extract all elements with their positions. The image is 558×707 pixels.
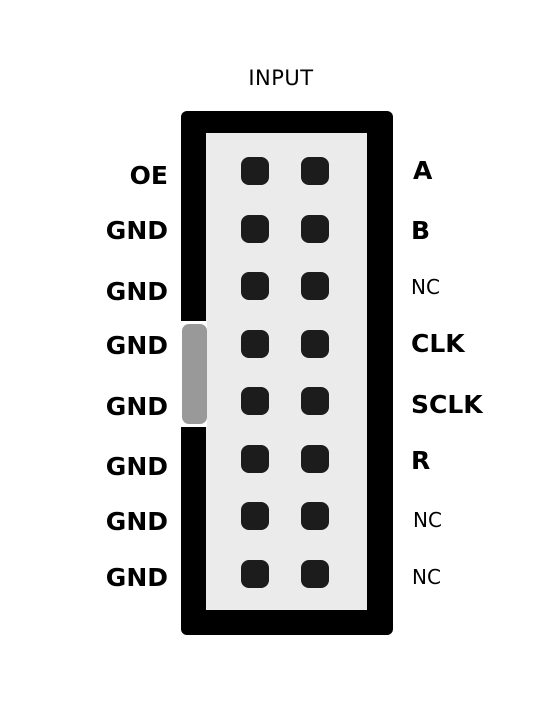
pin-1 xyxy=(241,157,269,185)
right-label-r: R xyxy=(411,446,431,475)
pin-16 xyxy=(301,560,329,588)
polarity-key xyxy=(182,324,207,424)
pin-8 xyxy=(301,330,329,358)
left-label-gnd: GND xyxy=(105,452,168,481)
right-label-nc: NC xyxy=(411,275,440,299)
pin-13 xyxy=(241,502,269,530)
left-label-gnd: GND xyxy=(105,331,168,360)
right-label-sclk: SCLK xyxy=(411,390,483,419)
pin-11 xyxy=(241,445,269,473)
pin-14 xyxy=(301,502,329,530)
pin-12 xyxy=(301,445,329,473)
left-label-gnd: GND xyxy=(105,563,168,592)
pin-5 xyxy=(241,272,269,300)
pin-2 xyxy=(301,157,329,185)
left-label-gnd: GND xyxy=(105,277,168,306)
right-label-nc: NC xyxy=(413,508,442,532)
pin-3 xyxy=(241,215,269,243)
right-label-a: A xyxy=(413,156,433,185)
pin-6 xyxy=(301,272,329,300)
pin-7 xyxy=(241,330,269,358)
pin-10 xyxy=(301,387,329,415)
connector-header xyxy=(181,111,393,635)
left-label-gnd: GND xyxy=(105,392,168,421)
pin-9 xyxy=(241,387,269,415)
pin-15 xyxy=(241,560,269,588)
left-label-oe: OE xyxy=(129,161,168,190)
diagram-title: INPUT xyxy=(248,66,314,90)
pin-4 xyxy=(301,215,329,243)
right-label-clk: CLK xyxy=(411,329,465,358)
left-label-gnd: GND xyxy=(105,507,168,536)
left-label-gnd: GND xyxy=(105,216,168,245)
connector-inner xyxy=(206,133,367,610)
right-label-nc: NC xyxy=(412,565,441,589)
right-label-b: B xyxy=(411,216,431,245)
